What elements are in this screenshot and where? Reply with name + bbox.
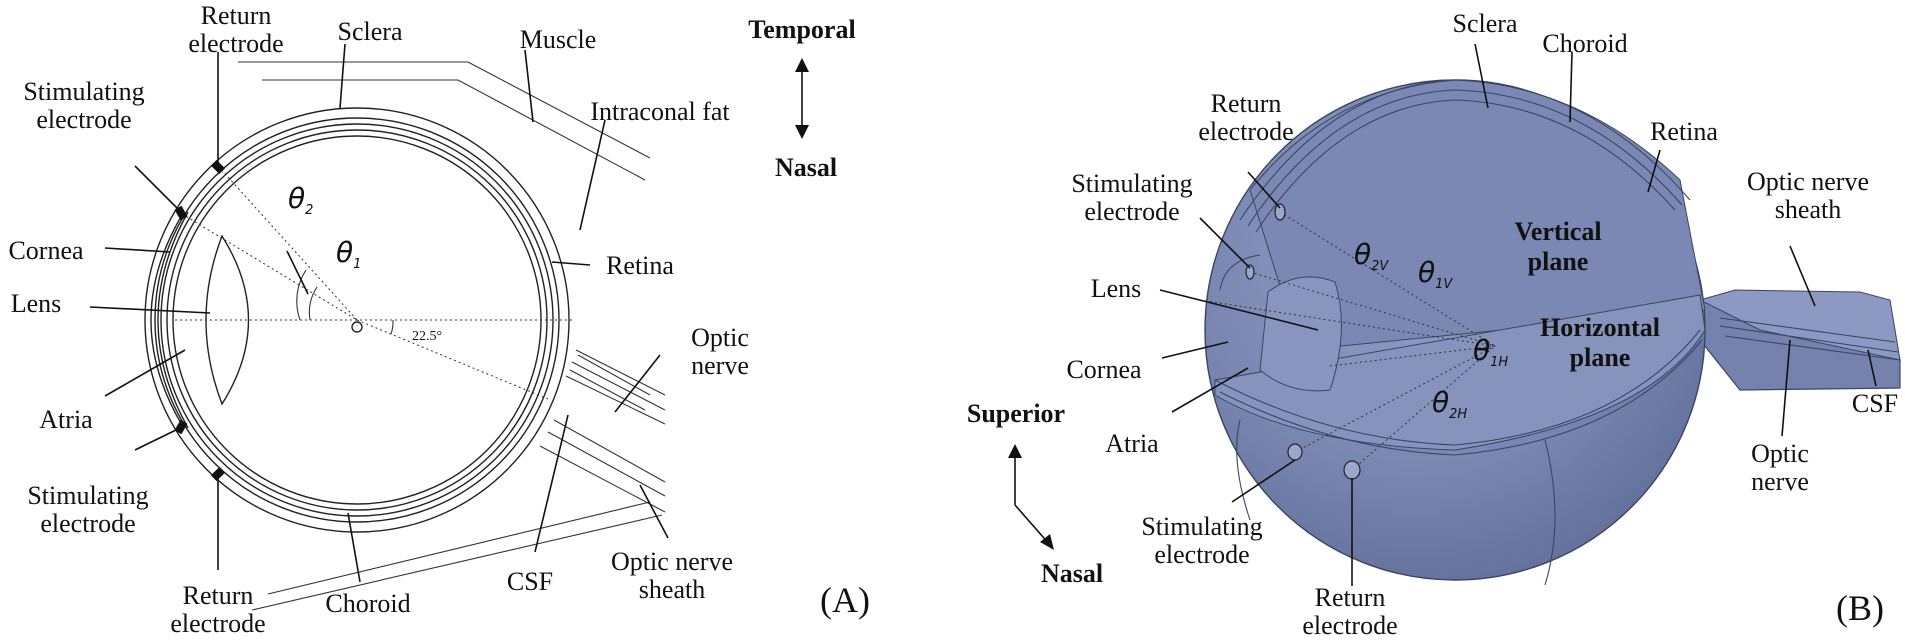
intraconal-fat-label-a: Intraconal fat [590,97,730,126]
orientation-temporal-label: Temporal [748,15,855,44]
retina-label-b: Retina [1650,117,1718,146]
stimulating-electrode-bottom-marker-b [1287,443,1303,461]
panel-a-label: (A) [820,580,870,620]
angle-value-label-a: 22.5° [412,329,442,344]
cornea-inner-a [157,211,189,429]
return-electrode-bottom-marker-b [1343,460,1361,480]
muscle-label-a: Muscle [520,25,597,54]
theta1v-label-b: θ1V [1418,256,1453,292]
orientation-arrow-up-head-b [1008,444,1022,458]
lens-label-a: Lens [11,289,62,318]
lens-b [1259,276,1342,392]
return-electrode-top-marker [210,159,226,175]
theta2-arc-a [296,269,307,321]
cornea-b-outline [1219,254,1261,291]
eye-center-a [351,321,363,333]
horizontal-plane-face [1214,294,1706,451]
orientation-nasal-label-b: Nasal [1041,559,1103,588]
lens-label-b: Lens [1091,274,1142,303]
choroid-label-a: Choroid [325,589,410,618]
csf-label-b: CSF [1852,389,1898,418]
angle-arc-a [390,319,394,335]
shell-layers-b [1214,79,1703,586]
orientation-nasal-label-a: Nasal [775,153,837,182]
return-electrode-top-marker-b [1274,203,1286,221]
orientation-superior-label: Superior [967,399,1065,428]
atria-label-b: Atria [1105,429,1159,458]
theta1-ray-a [181,213,358,321]
theta2h-label-b: θ2H [1432,386,1467,422]
angle-rays-b [1199,211,1496,471]
stimulating-electrode-bottom-marker [174,419,188,435]
orbit-structure-outline [238,61,663,611]
panel-b-label: (B) [1836,588,1884,628]
sclera-label-a: Sclera [338,17,403,46]
orientation-arrow-up-head-a [795,58,809,72]
cornea-a [150,214,183,426]
lens-a [205,234,250,406]
leader-lines-b [1159,43,1877,586]
stimulating-electrode-top-marker-b [1245,264,1255,280]
theta2-label-a: θ2 [288,182,313,218]
leader-lines-a [89,43,669,583]
orientation-arrow-diag-b [1014,504,1051,546]
retina-label-a: Retina [606,251,674,280]
csf-label-a: CSF [507,567,553,596]
optic-nerve-a [539,349,666,513]
orientation-arrow-down-head-a [795,125,809,139]
cornea-label-b: Cornea [1066,355,1142,384]
sclera-label-b: Sclera [1453,9,1518,38]
atria-label-a: Atria [39,405,93,434]
choroid-label-b: Choroid [1542,29,1627,58]
cornea-label-a: Cornea [8,236,84,265]
theta1h-label-b: θ1H [1473,334,1508,370]
theta2v-label-b: θ2V [1354,238,1389,274]
orientation-arrow-diag-head-b [1040,534,1054,550]
optic-nerve-box-b [1698,289,1901,391]
nerve-axis-a [356,319,549,400]
theta1-arc-a [308,286,318,321]
theta1-label-a: θ1 [336,236,361,272]
return-electrode-bottom-marker [210,466,226,482]
